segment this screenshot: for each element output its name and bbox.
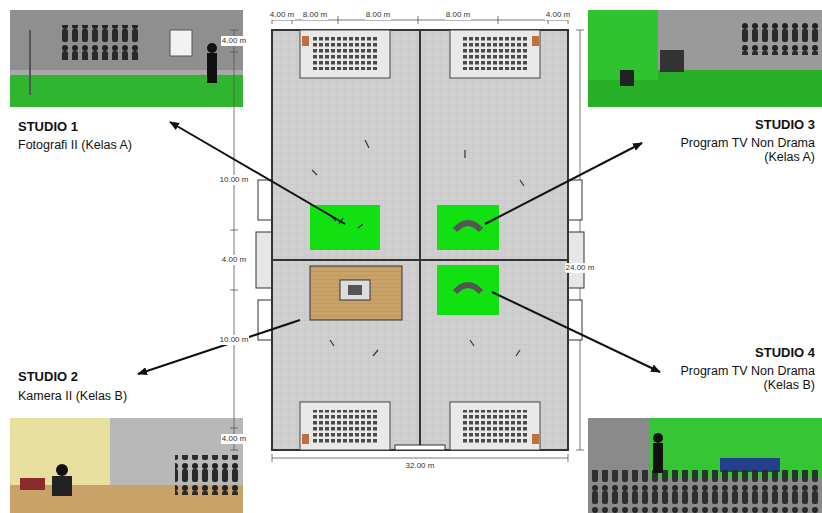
studio-subtitle: Program TV Non Drama (Kelas B) bbox=[665, 364, 815, 393]
dimension-line bbox=[230, 16, 584, 462]
building-plan bbox=[256, 30, 584, 450]
studio-subtitle: Fotografi II (Kelas A) bbox=[18, 138, 132, 152]
dimension-label: 8.00 m bbox=[302, 10, 328, 19]
studio-title: STUDIO 3 bbox=[755, 118, 815, 133]
dimension-label: 32.00 m bbox=[405, 461, 436, 470]
studio-subtitle: Kamera II (Kelas B) bbox=[18, 389, 127, 403]
dimension-label: 8.00 m bbox=[445, 10, 471, 19]
studio-title: STUDIO 4 bbox=[755, 346, 815, 361]
dimension-label: 10.00 m bbox=[219, 175, 250, 184]
studio-photo bbox=[588, 10, 822, 107]
dimension-label: 4.00 m bbox=[221, 434, 247, 443]
dimension-label: 10.00 m bbox=[219, 335, 250, 344]
dimension-label: 4.00 m bbox=[221, 36, 247, 45]
studio-photo bbox=[588, 418, 822, 513]
dimension-label: 4.00 m bbox=[221, 255, 247, 264]
dimension-label: 4.00 m bbox=[269, 10, 295, 19]
studio-title: STUDIO 2 bbox=[18, 370, 78, 385]
studio-photo bbox=[10, 418, 243, 513]
leader-arrow bbox=[138, 122, 660, 374]
studio-photo bbox=[10, 10, 243, 107]
studio-subtitle: Program TV Non Drama (Kelas A) bbox=[665, 136, 815, 165]
dimension-label: 4.00 m bbox=[545, 10, 571, 19]
dimension-label: 24.00 m bbox=[565, 263, 596, 272]
studio-title: STUDIO 1 bbox=[18, 120, 78, 135]
dimension-label: 8.00 m bbox=[365, 10, 391, 19]
